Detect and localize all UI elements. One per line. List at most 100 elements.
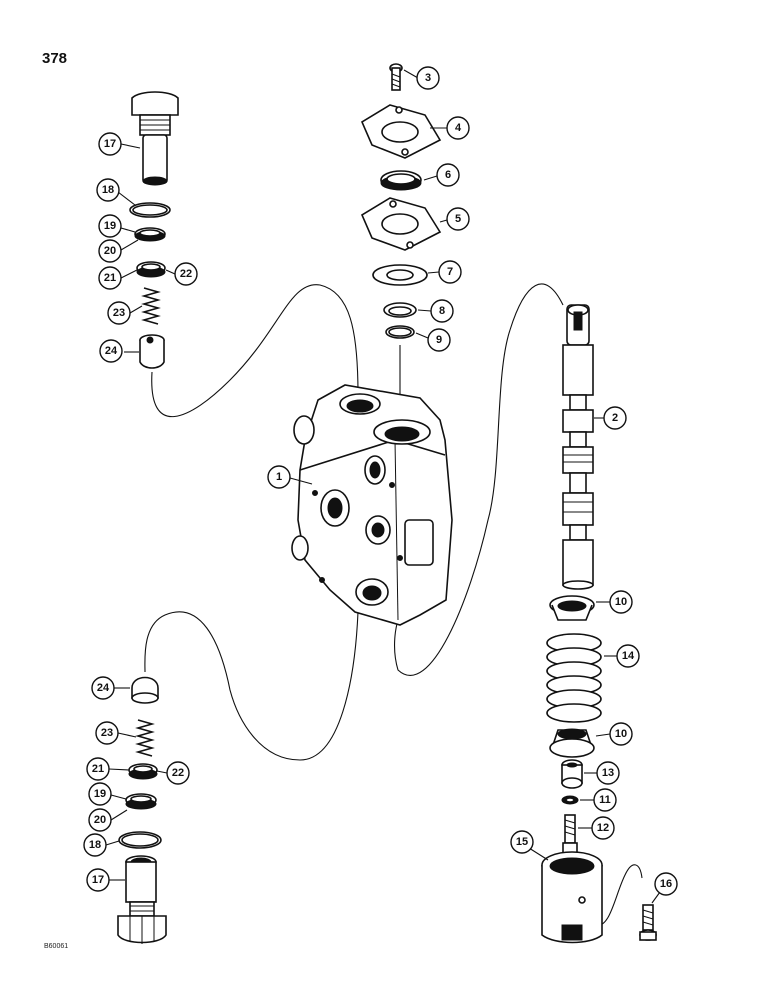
washer-part-11 [561,795,579,805]
svg-text:16: 16 [660,878,672,890]
svg-text:24: 24 [105,345,118,357]
bushing-part-13 [561,759,583,789]
poppet-part-24-upper [139,334,165,369]
callout-3: 3 [416,66,440,90]
spool-part-2 [562,304,594,590]
callout-20-lower: 20 [88,808,112,832]
svg-text:17: 17 [92,874,104,886]
o-ring-part-18-lower [118,831,162,849]
svg-text:10: 10 [615,728,627,740]
svg-text:20: 20 [94,814,106,826]
spring-seat-part-10-lower [549,728,595,758]
leader-curve-lower-right [594,864,643,926]
cap-part-15 [541,851,603,944]
callout-1: 1 [267,465,291,489]
callout-22-lower: 22 [166,761,190,785]
page-number: 378 [42,50,68,67]
callout-22-upper: 22 [174,262,198,286]
cover-plate-part-4 [360,104,442,159]
svg-text:13: 13 [602,767,614,779]
svg-text:18: 18 [102,184,114,196]
callout-17-lower: 17 [86,868,110,892]
svg-text:15: 15 [516,836,528,848]
callout-18-upper: 18 [96,178,120,202]
svg-text:19: 19 [104,220,116,232]
svg-text:5: 5 [455,213,461,225]
spring-part-23-lower [135,719,155,757]
svg-text:18: 18 [89,839,101,851]
callout-10-upper: 10 [609,590,633,614]
svg-text:19: 19 [94,788,106,800]
figure-code: B60061 [44,943,69,950]
callout-7: 7 [438,260,462,284]
screw-part-3 [389,63,403,91]
callout-17-upper: 17 [98,132,122,156]
o-ring-part-9 [385,325,415,339]
svg-text:6: 6 [445,169,451,181]
callout-19-lower: 19 [88,782,112,806]
callout-21-lower: 21 [86,757,110,781]
spring-seat-part-10-upper [549,595,595,621]
svg-text:22: 22 [172,767,184,779]
callout-24-upper: 24 [99,339,123,363]
callout-4: 4 [446,116,470,140]
ring-part-19-lower [125,793,157,810]
seal-part-6 [380,170,422,191]
callout-24-lower: 24 [91,676,115,700]
callout-15: 15 [510,830,534,854]
svg-text:8: 8 [439,305,445,317]
callout-23-lower: 23 [95,721,119,745]
svg-text:10: 10 [615,596,627,608]
svg-text:23: 23 [113,307,125,319]
callout-12: 12 [591,816,615,840]
svg-text:9: 9 [436,334,442,346]
callout-21-upper: 21 [98,266,122,290]
callout-16: 16 [654,872,678,896]
svg-text:23: 23 [101,727,113,739]
plate-part-5 [360,197,442,251]
leader-curve-lower-left [144,611,359,761]
svg-text:21: 21 [104,272,116,284]
leader-curve-upper-left [151,284,359,418]
valve-body-part-1 [291,384,453,626]
callout-14: 14 [616,644,640,668]
svg-text:14: 14 [622,650,635,662]
spring-part-14 [546,633,602,723]
callout-leaders [105,69,661,904]
svg-text:3: 3 [425,72,431,84]
callout-5: 5 [446,207,470,231]
svg-text:21: 21 [92,763,104,775]
plug-part-17-lower [117,855,167,944]
callout-23-upper: 23 [107,301,131,325]
ring-part-19-upper [134,227,166,242]
callout-8: 8 [430,299,454,323]
callout-9: 9 [427,328,451,352]
callout-2: 2 [603,406,627,430]
svg-text:4: 4 [455,122,462,134]
svg-text:12: 12 [597,822,609,834]
svg-text:7: 7 [447,266,453,278]
callout-19-upper: 19 [98,214,122,238]
svg-text:2: 2 [612,412,618,424]
svg-text:20: 20 [104,245,116,257]
o-ring-part-18-upper [129,202,171,218]
callout-13: 13 [596,761,620,785]
svg-text:1: 1 [276,471,282,483]
callout-20-upper: 20 [98,239,122,263]
bolt-part-12 [562,814,578,854]
svg-text:11: 11 [599,794,611,806]
spring-part-23-upper [141,287,161,325]
callout-11: 11 [593,788,617,812]
callout-10-lower: 10 [609,722,633,746]
callout-18-lower: 18 [83,833,107,857]
svg-text:17: 17 [104,138,116,150]
screw-part-16 [639,904,657,941]
svg-text:24: 24 [97,682,110,694]
svg-text:22: 22 [180,268,192,280]
callout-6: 6 [436,163,460,187]
ring-part-21-lower [128,763,158,780]
ring-part-21-upper [136,261,166,278]
leader-curve-upper-right [394,283,564,676]
washer-part-7 [372,264,428,286]
